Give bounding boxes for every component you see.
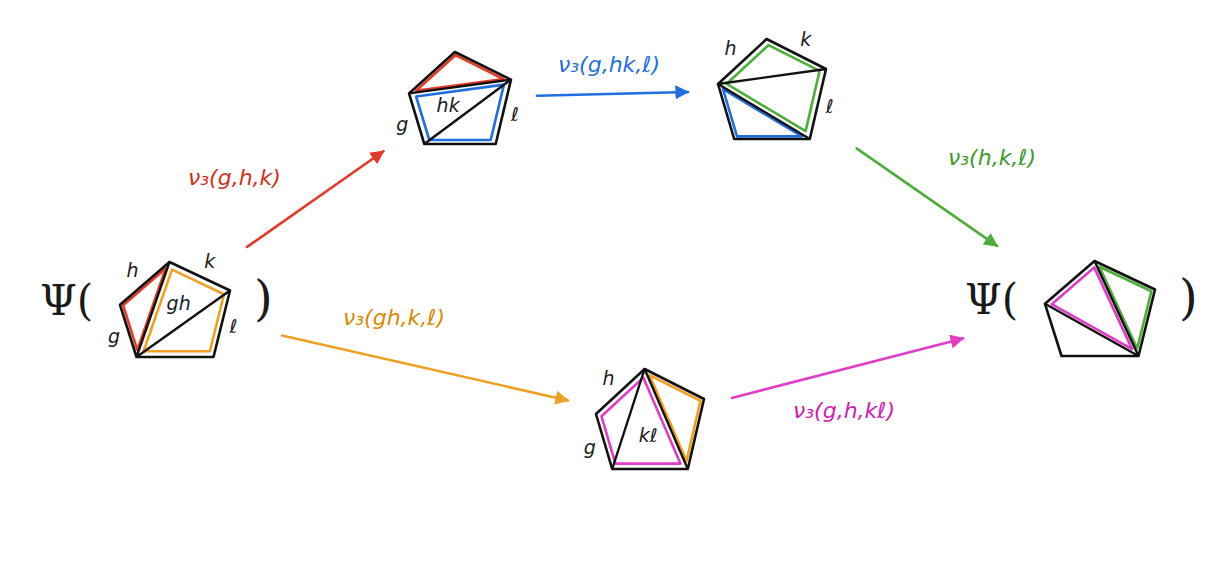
- pentagon-outline: [409, 52, 511, 144]
- pentagon-node: Ψ( h kgh g ℓ): [40, 248, 280, 368]
- functional-symbol: Ψ(: [40, 278, 93, 324]
- group-element-label: ℓ: [230, 316, 238, 337]
- group-element-label: g: [396, 114, 408, 135]
- functional-symbol: Ψ(: [965, 277, 1018, 323]
- group-element-label: h: [725, 38, 737, 59]
- pentagon-figure: [570, 345, 730, 493]
- pentagon-diagonal: [137, 262, 170, 357]
- group-element-label: h: [603, 368, 615, 389]
- group-element-label: k: [800, 29, 811, 50]
- edge-label: ν₃(h,k,ℓ): [945, 145, 1039, 171]
- pentagon-figure: [690, 15, 855, 165]
- triangulation-outline: [723, 89, 802, 136]
- triangulation-outline: [602, 378, 681, 464]
- pentagon-node: h k ℓ: [690, 15, 855, 165]
- pentagon-node: Ψ(): [965, 247, 1205, 367]
- group-element-label: ℓ: [826, 96, 834, 117]
- group-element-label: gh: [167, 293, 191, 314]
- edge-label: ν₃(gh,k,ℓ): [340, 305, 448, 331]
- group-element-label: ℓ: [511, 104, 519, 125]
- pentagon-diagonal: [137, 291, 231, 358]
- group-element-label: h: [127, 260, 139, 281]
- triangulation-outline: [1052, 267, 1132, 349]
- natural-transformation-arrow: [537, 92, 688, 96]
- triangulation-outline: [416, 85, 504, 140]
- pentagon-diagonal: [424, 80, 511, 144]
- group-element-label: k: [204, 251, 215, 272]
- pentagon-diagonal: [718, 69, 826, 84]
- pentagon-node: h kℓ g: [570, 345, 730, 493]
- edge-label: ν₃(g,hk,ℓ): [555, 52, 663, 78]
- edge-label: ν₃(g,h,kℓ): [790, 398, 898, 424]
- group-element-label: g: [108, 326, 120, 347]
- pentagon-diagonal: [645, 369, 688, 469]
- group-element-label: kℓ: [639, 425, 658, 446]
- natural-transformation-arrow: [282, 336, 568, 401]
- pentagon-figure: [385, 30, 535, 165]
- pentagon-diagonal: [1095, 261, 1139, 356]
- pentagon-diagonal: [718, 84, 810, 139]
- pentagon-outline: [1045, 261, 1155, 356]
- natural-transformation-arrow: [732, 338, 963, 398]
- pentagon-diagonal: [612, 369, 644, 469]
- functional-symbol: ): [1179, 271, 1198, 324]
- pentagon-node: hk g ℓ: [385, 30, 535, 165]
- functional-symbol: ): [254, 272, 273, 325]
- edge-label: ν₃(g,h,k): [185, 165, 284, 191]
- pentagon-diagonal: [1045, 304, 1139, 356]
- group-element-label: g: [584, 437, 596, 458]
- group-element-label: hk: [437, 95, 460, 116]
